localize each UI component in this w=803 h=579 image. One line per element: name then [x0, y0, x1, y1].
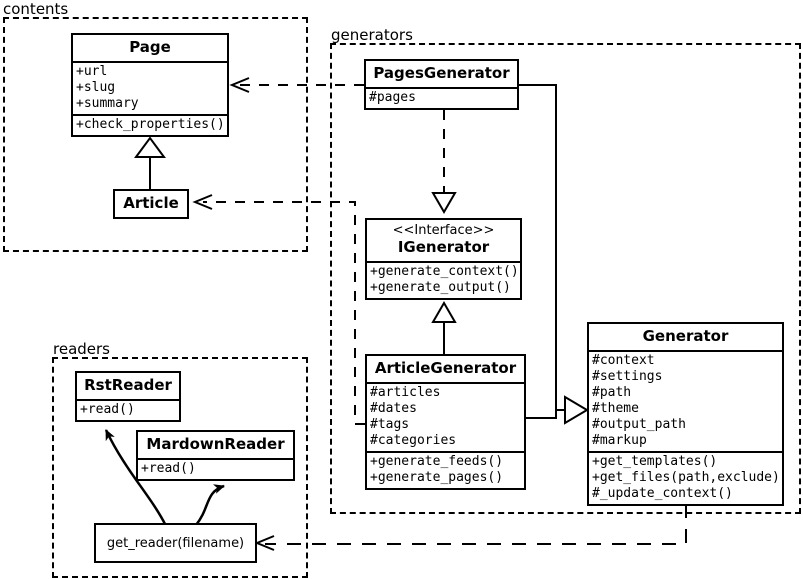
relation-pagesgenerator-depends-page: [229, 77, 364, 93]
class-generator[interactable]: Generator #context #settings #path #them…: [587, 322, 784, 506]
attribute-row: #output_path: [592, 417, 686, 432]
attribute-row: +summary: [76, 96, 139, 111]
relation-pagesgenerator-generalizes-generator: [519, 84, 557, 410]
class-articlegenerator-attributes: #articles #dates #tags #categories: [367, 382, 524, 451]
package-readers: [52, 357, 308, 578]
package-generators: [330, 43, 801, 514]
method-row: +get_files(path,exclude): [592, 470, 780, 485]
method-row: +generate_context(): [370, 264, 519, 279]
attribute-row: +url: [76, 64, 108, 79]
class-articlegenerator-methods: +generate_feeds() +generate_pages(): [367, 451, 524, 488]
method-row: +read(): [141, 461, 196, 476]
class-page-title: Page: [129, 38, 171, 56]
attribute-row: #pages: [369, 90, 416, 105]
class-pagesgenerator-title: PagesGenerator: [373, 64, 510, 82]
class-article[interactable]: Article: [113, 189, 189, 219]
attribute-row: #settings: [592, 369, 663, 384]
class-rstreader-title: RstReader: [84, 376, 172, 394]
class-generator-attributes: #context #settings #path #theme #output_…: [589, 350, 782, 451]
class-mardownreader-methods: +read(): [138, 458, 293, 479]
relation-pagesgenerator-realizes-igenerator: [431, 110, 457, 214]
class-igenerator[interactable]: <<Interface>> IGenerator +generate_conte…: [365, 218, 522, 300]
relation-article-generalizes-page: [134, 136, 166, 191]
method-row: +get_templates(): [592, 454, 718, 469]
class-page-methods: +check_properties(): [73, 114, 227, 135]
attribute-row: #path: [592, 385, 632, 400]
class-pagesgenerator-attributes: #pages: [366, 87, 517, 108]
class-rstreader[interactable]: RstReader +read(): [75, 371, 181, 422]
class-generator-title: Generator: [642, 327, 729, 345]
package-readers-label: readers: [53, 340, 110, 358]
method-row: +generate_output(): [370, 280, 511, 295]
class-articlegenerator[interactable]: ArticleGenerator #articles #dates #tags …: [365, 354, 526, 490]
attribute-row: +slug: [76, 80, 116, 95]
class-mardownreader[interactable]: MardownReader +read(): [136, 430, 295, 481]
class-rstreader-methods: +read(): [77, 399, 179, 420]
class-igenerator-title: IGenerator: [397, 238, 490, 256]
class-igenerator-stereotype: <<Interface>>: [392, 223, 495, 238]
relation-articlegenerator-generalizes-igenerator: [431, 301, 457, 355]
attribute-row: #articles: [370, 385, 441, 400]
method-row: +check_properties(): [76, 117, 225, 132]
class-articlegenerator-title: ArticleGenerator: [374, 359, 517, 377]
class-page-attributes: +url +slug +summary: [73, 61, 227, 114]
method-row: +generate_feeds(): [370, 454, 504, 469]
method-row: #_update_context(): [592, 486, 733, 501]
package-contents-label: contents: [3, 0, 69, 18]
package-generators-label: generators: [331, 26, 413, 44]
class-mardownreader-title: MardownReader: [146, 435, 285, 453]
class-article-title: Article: [123, 194, 179, 212]
class-igenerator-methods: +generate_context() +generate_output(): [367, 261, 520, 298]
relation-getreader-returns-rstreader: [104, 429, 167, 525]
attribute-row: #tags: [370, 417, 410, 432]
relation-generator-depends-getreader: [254, 504, 687, 551]
attribute-row: #dates: [370, 401, 417, 416]
function-get-reader-label: get_reader(filename): [106, 535, 245, 551]
attribute-row: #theme: [592, 401, 639, 416]
attribute-row: #context: [592, 353, 655, 368]
attribute-row: #markup: [592, 433, 647, 448]
method-row: +read(): [80, 402, 135, 417]
function-get-reader[interactable]: get_reader(filename): [94, 523, 257, 563]
package-contents: [3, 17, 308, 252]
method-row: +generate_pages(): [370, 470, 504, 485]
class-generator-methods: +get_templates() +get_files(path,exclude…: [589, 451, 782, 504]
relation-articlegenerator-generalizes-generator: [526, 395, 589, 425]
attribute-row: #categories: [370, 433, 457, 448]
relation-getreader-returns-mardownreader: [195, 484, 225, 526]
class-page[interactable]: Page +url +slug +summary +check_properti…: [71, 33, 229, 137]
relation-articlegenerator-depends-article: [192, 194, 365, 425]
class-pagesgenerator[interactable]: PagesGenerator #pages: [364, 59, 519, 110]
